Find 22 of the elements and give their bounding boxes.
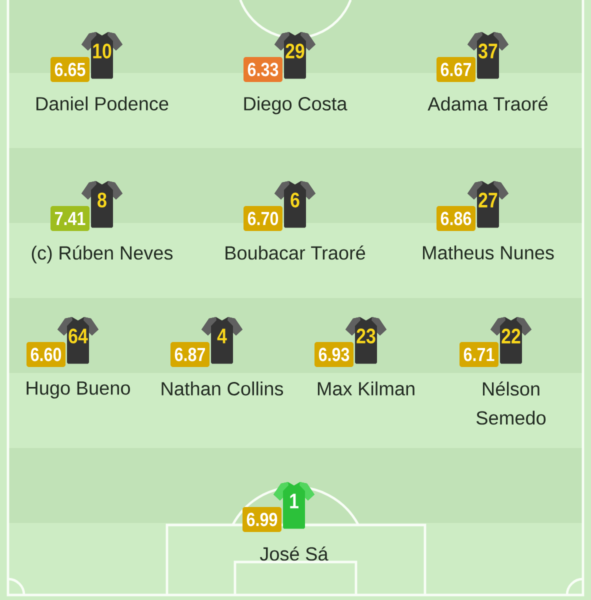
rating-badge: 6.67 [436, 57, 476, 82]
player-name: Nathan Collins [162, 382, 284, 396]
rating-badge: 6.70 [244, 206, 282, 231]
player-name: Boubacar Traoré [226, 246, 366, 260]
rating-badge: 6.71 [460, 342, 498, 367]
player-name: Max Kilman [318, 382, 414, 396]
rating-badge: 7.41 [50, 206, 90, 231]
player-name: Daniel Podence [36, 96, 168, 110]
player-name: Diego Costa [244, 96, 348, 114]
rating-badge: 6.33 [244, 57, 282, 82]
player-name: Hugo Bueno [26, 382, 130, 399]
player-name: (c) Rúben Neves [32, 246, 173, 264]
player-name: Matheus Nunes [423, 246, 554, 260]
player-name: Nélson Semedo [476, 382, 546, 425]
rating-badge: 6.60 [26, 342, 66, 367]
rating-badge: 6.86 [436, 206, 476, 231]
player-name: José Sá [260, 546, 328, 561]
rating-badge: 6.87 [170, 342, 210, 367]
rating-badge: 6.99 [242, 507, 282, 532]
player-name: Adama Traoré [428, 96, 548, 111]
rating-badge: 6.65 [50, 57, 90, 82]
rating-badge: 6.93 [314, 342, 354, 367]
